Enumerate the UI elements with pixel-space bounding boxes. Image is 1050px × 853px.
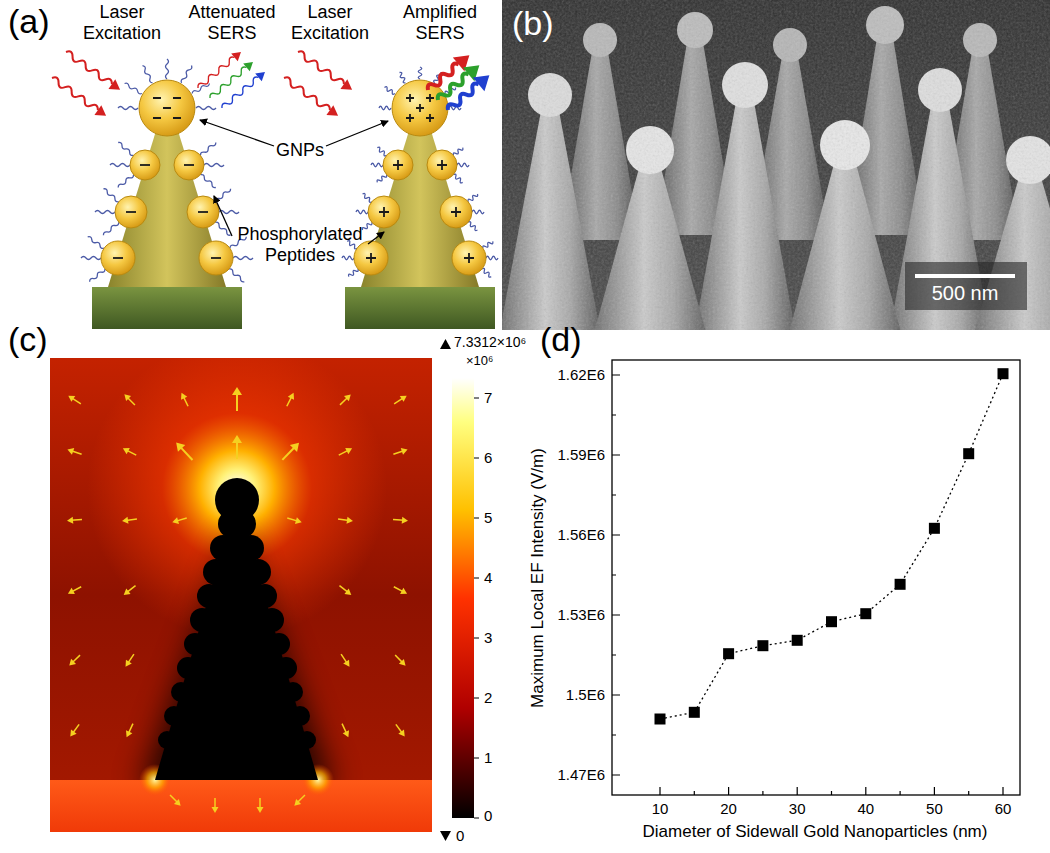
- tick-label: 30: [789, 800, 806, 817]
- tick-label: 1.5E6: [566, 686, 605, 703]
- annotation: Attenuated SERS: [188, 2, 275, 43]
- tick-label: 1.62E6: [557, 366, 605, 383]
- tick-label: 50: [926, 800, 943, 817]
- tick-label: 4: [484, 569, 492, 586]
- axis-title: Diameter of Sidewall Gold Nanoparticles …: [643, 822, 988, 842]
- tick-label: 0: [484, 807, 492, 824]
- colorbar-unit: ×10⁶: [466, 354, 493, 369]
- panel-letter: (a): [8, 4, 50, 38]
- annotation: GNPs: [276, 140, 324, 161]
- line-chart: [612, 360, 1020, 795]
- tick-label: 1.47E6: [557, 766, 605, 783]
- annotation: Laser Excitation: [83, 2, 161, 43]
- annotation: Laser Excitation: [291, 2, 369, 43]
- tick-label: 60: [995, 800, 1012, 817]
- tick-label: 1.56E6: [557, 526, 605, 543]
- tick-label: 5: [484, 509, 492, 526]
- annotation: Amplified SERS: [403, 2, 477, 43]
- axis-title: Maximum Local EF Intensity (V/m): [528, 448, 548, 708]
- tick-label: 40: [857, 800, 874, 817]
- scale-label: 500 nm: [932, 282, 999, 305]
- tick-label: 2: [484, 689, 492, 706]
- tick-label: 7: [484, 389, 492, 406]
- tick-label: 20: [720, 800, 737, 817]
- panel-letter: (b): [512, 6, 554, 40]
- field-map: [50, 358, 432, 832]
- schematic-a: [49, 47, 498, 329]
- panel-letter: (c): [8, 322, 48, 356]
- tick-label: 6: [484, 449, 492, 466]
- colorbar-max: 7.3312×10⁶: [454, 334, 526, 350]
- sem-image: [502, 0, 1050, 330]
- color-bar: [440, 339, 479, 841]
- tick-label: 1.59E6: [557, 446, 605, 463]
- colorbar-min: 0: [456, 827, 464, 844]
- annotation: Phosphorylated Peptides: [237, 224, 362, 265]
- tick-label: 3: [484, 629, 492, 646]
- tick-label: 10: [652, 800, 669, 817]
- scale-bar: [915, 274, 1015, 278]
- panel-letter: (d): [540, 322, 582, 356]
- tick-label: 1: [484, 749, 492, 766]
- tick-label: 1.53E6: [557, 606, 605, 623]
